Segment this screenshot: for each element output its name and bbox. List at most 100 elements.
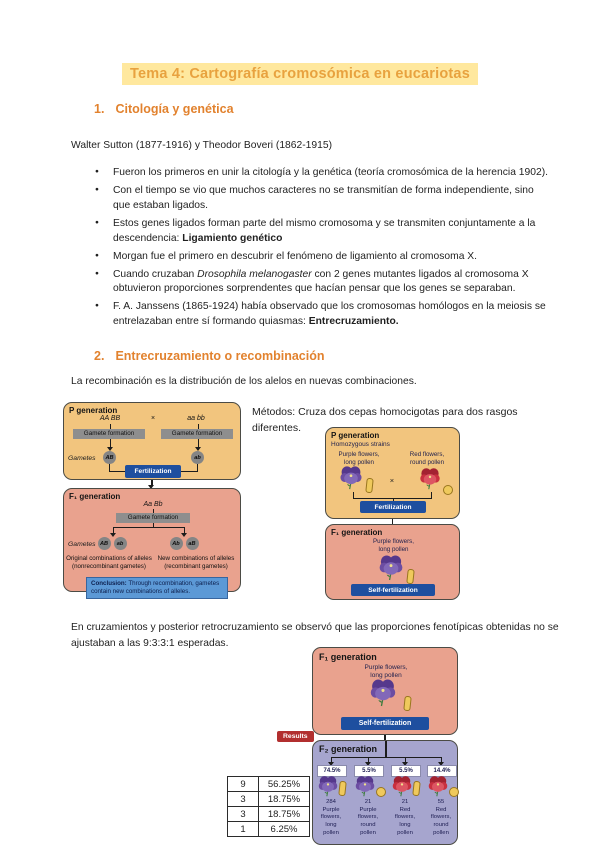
ratio-percent: 6.25% — [258, 821, 310, 837]
fertilization-box: Fertilization — [360, 501, 426, 513]
bullet-text: Cuando cruzaban — [113, 268, 198, 280]
recombination-definition: La recombinación es la distribución de l… — [71, 376, 417, 387]
purple-flower-icon — [318, 775, 338, 797]
f1-generation-title: F₁ generation — [319, 652, 377, 662]
arrow-down-icon — [194, 447, 201, 451]
long-pollen-icon — [365, 477, 374, 494]
f2-branch-line — [368, 757, 370, 763]
connector-line — [431, 492, 433, 498]
f2-branch-line — [331, 757, 333, 763]
f2-generation-box: F₂ generation 74.5%284 Purple flowers, l… — [312, 740, 459, 845]
connector-line — [197, 464, 199, 471]
bullet-text: Ligamiento genético — [182, 232, 283, 244]
figure-pea-cross: P generation Homozygous strains Purple f… — [325, 427, 460, 600]
cross-symbol: × — [150, 415, 156, 422]
connector-line — [391, 519, 394, 524]
parent1-genotype: AA BB — [99, 415, 121, 422]
f2-column-label: 55 Red flowers, round pollen — [430, 799, 452, 836]
section-2-heading: 2.Entrecruzamiento o recombinación — [94, 349, 325, 363]
conclusion-label: Conclusion: — [91, 580, 127, 587]
figure-f2-results: F₁ generation Purple flowers, long polle… — [312, 647, 459, 845]
red-flower-icon — [420, 467, 440, 490]
nonrecombinant-caption: Original combinations of alleles (nonrec… — [66, 555, 152, 570]
homozygous-subtitle: Homozygous strains — [331, 440, 390, 448]
gamete-circle: ab — [113, 537, 127, 550]
purple-flower-icon — [340, 465, 362, 490]
parent2-genotype: aa bb — [187, 415, 205, 422]
connector-line — [384, 735, 386, 740]
section-2-title: Entrecruzamiento o recombinación — [115, 349, 325, 363]
conclusion-text: Through recombination, gametes contain n… — [91, 580, 220, 596]
long-pollen-icon — [412, 780, 421, 797]
gamete-circle: AB — [103, 451, 116, 464]
connector-line — [152, 523, 154, 527]
bullet-item: Cuando cruzaban Drosophila melanogaster … — [94, 268, 552, 298]
connector-line — [151, 480, 153, 486]
p-generation-box: P generation AA BB × aa bb Gamete format… — [63, 402, 241, 480]
section-1-heading: 1. Citología y genética — [94, 102, 234, 116]
gametes-label: Gametes — [68, 541, 96, 548]
long-pollen-icon — [403, 695, 412, 712]
f2-generation-title: F₂ generation — [319, 744, 378, 754]
gamete-formation-box: Gamete formation — [73, 429, 145, 439]
section-1-title: Citología y genética — [115, 102, 234, 116]
f2-column-label: 284 Purple flowers, long pollen — [320, 799, 342, 836]
ratio-value: 3 — [227, 806, 259, 822]
conclusion-box: Conclusion: Through recombination, gamet… — [86, 577, 228, 600]
bullet-item: Fueron los primeros en unir la citología… — [94, 166, 552, 181]
figure-recombination-schematic: P generation AA BB × aa bb Gamete format… — [63, 402, 241, 602]
f2-column-label: 21 Red flowers, long pollen — [394, 799, 416, 836]
purple-long-label: Purple flowers, long pollen — [338, 451, 380, 466]
f2-branch-line — [405, 757, 407, 763]
connector-line — [112, 527, 185, 529]
purple-flower-icon — [355, 775, 375, 797]
ratio-value: 9 — [227, 776, 259, 792]
f1-generation-box: F₁ generation Aa Bb Gamete formation Gam… — [63, 488, 241, 600]
gamete-circle: AB — [97, 537, 111, 550]
connector-line — [152, 509, 154, 513]
arrow-down-icon — [109, 533, 116, 537]
page-title: Tema 4: Cartografía cromosómica en eucar… — [0, 63, 600, 85]
f1-generation-title: F₁ generation — [331, 528, 383, 537]
section-1-number: 1. — [94, 102, 105, 116]
bullet-list: Fueron los primeros en unir la citología… — [94, 166, 552, 333]
cross-symbol: × — [389, 476, 395, 485]
arrow-down-icon — [106, 447, 113, 451]
bullet-text: Estos genes ligados forman parte del mis… — [113, 217, 536, 244]
connector-line — [385, 741, 387, 757]
self-fertilization-box: Self-fertilization — [351, 584, 435, 596]
purple-flower-icon — [379, 554, 403, 581]
bullet-item: F. A. Janssens (1865-1924) había observa… — [94, 300, 552, 330]
connector-line — [353, 492, 355, 498]
bullet-text: Fueron los primeros en unir la citología… — [113, 167, 548, 178]
gamete-circle: ab — [191, 451, 204, 464]
bullet-item: Morgan fue el primero en descubrir el fe… — [94, 250, 552, 265]
gamete-circle: aB — [185, 537, 199, 550]
f2-column-label: 21 Purple flowers, round pollen — [357, 799, 379, 836]
self-fertilization-box: Self-fertilization — [341, 717, 429, 730]
page-title-text: Tema 4: Cartografía cromosómica en eucar… — [122, 63, 478, 85]
long-pollen-icon — [338, 780, 347, 797]
red-flower-icon — [428, 775, 448, 797]
p-generation-box: P generation Homozygous strains Purple f… — [325, 427, 460, 519]
bullet-text: Entrecruzamiento. — [308, 316, 399, 328]
ratio-percent: 18.75% — [258, 791, 310, 807]
f1-phenotype-label: Purple flowers, long pollen — [364, 664, 408, 680]
fertilization-box: Fertilization — [125, 465, 181, 478]
f1-genotype: Aa Bb — [143, 501, 163, 508]
connector-line — [197, 424, 199, 429]
bullet-text: con 2 genes mutantes ligados al cromosom… — [113, 268, 529, 295]
metodos-text: Métodos: Cruza dos cepas homocigotas par… — [252, 406, 518, 435]
bullet-text: F. A. Janssens (1865-1924) había observa… — [113, 301, 546, 328]
p-generation-title: P generation — [69, 406, 118, 415]
connector-line — [109, 439, 111, 448]
gamete-formation-box: Gamete formation — [161, 429, 233, 439]
f1-generation-title: F₁ generation — [69, 492, 121, 501]
bullet-item: Estos genes ligados forman parte del mis… — [94, 217, 552, 247]
f2-percentage: 14.4% — [427, 765, 457, 777]
